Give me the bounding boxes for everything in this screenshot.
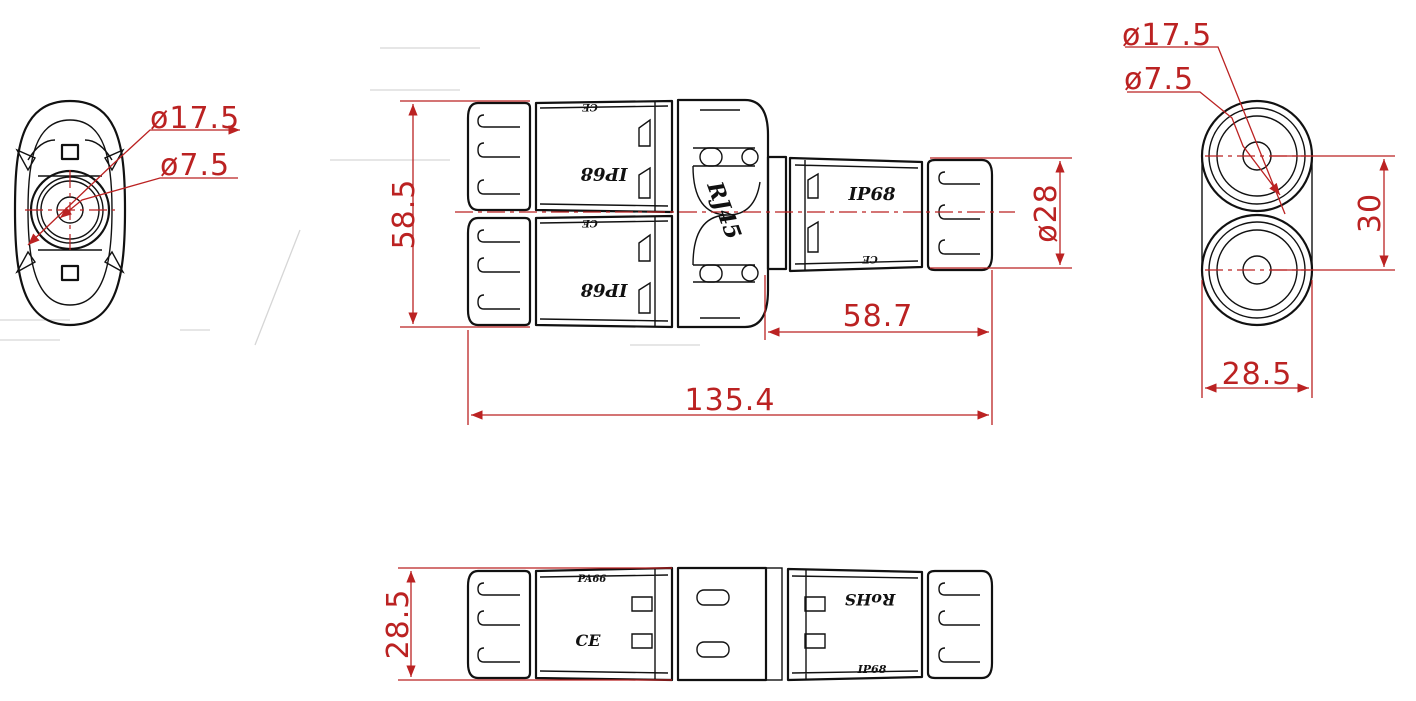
left-end-view: ø17.5 ø7.5	[13, 99, 240, 327]
rj45-mark: RJ45	[701, 177, 746, 243]
right-dia-outer-label: ø17.5	[1122, 18, 1212, 53]
front-height-label: 58.5	[387, 179, 422, 250]
ce-mark-upper: CE	[582, 101, 598, 112]
left-dia-inner-label: ø7.5	[160, 148, 230, 183]
branch-dia-label: ø28	[1029, 183, 1064, 243]
ghost-artifacts	[0, 47, 700, 346]
right-width-label: 28.5	[1222, 357, 1293, 392]
branch-length-label: 58.7	[843, 299, 914, 334]
ip68-mark-upper: IP68	[580, 163, 628, 184]
bottom-view: CE PA66 RoHS IP68 28.5	[381, 566, 994, 682]
front-view: IP68 IP68 IP68 CE CE CE RJ45 58.5 ø28 58…	[387, 98, 1072, 425]
rohs-mark: RoHS	[845, 590, 897, 609]
ce-mark-bottom: CE	[576, 631, 602, 650]
ce-mark-lower: CE	[582, 217, 598, 228]
ip68-mark-lower: IP68	[580, 279, 628, 300]
left-dia-outer-label: ø17.5	[150, 101, 240, 136]
pa66-mark: PA66	[577, 574, 607, 585]
right-dia-inner-label: ø7.5	[1124, 62, 1194, 97]
overall-length-label: 135.4	[685, 383, 776, 418]
ip68-mark-bottom: IP68	[857, 663, 887, 676]
right-end-view: ø17.5 ø7.5 30 28.5	[1122, 18, 1395, 398]
ce-mark-branch: CE	[862, 253, 878, 264]
bottom-height-label: 28.5	[381, 589, 416, 660]
pitch-label: 30	[1353, 193, 1388, 233]
ip68-mark-branch: IP68	[847, 184, 895, 205]
